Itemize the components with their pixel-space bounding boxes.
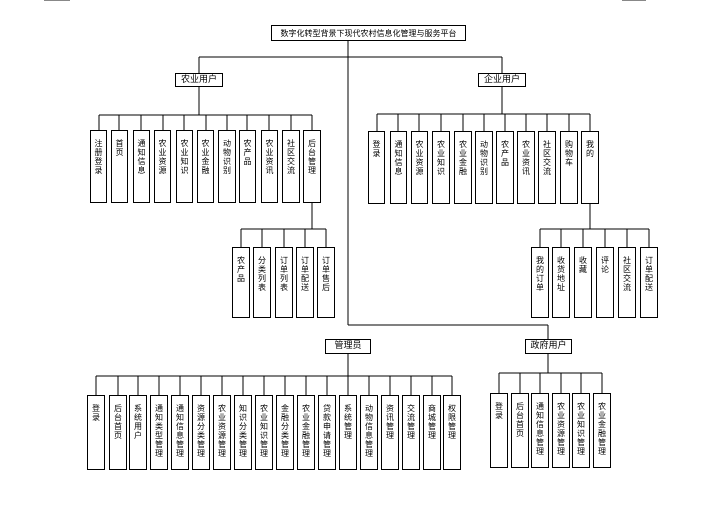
admin-node: 管理员: [325, 339, 371, 354]
admin-item: 商城管理: [423, 395, 441, 470]
admin-item: 知识分类管理: [234, 395, 252, 470]
admin-item: 农业金融管理: [297, 395, 315, 470]
government-item: 农业知识管理: [572, 393, 590, 468]
enterprise-item: 购物车: [560, 131, 578, 204]
admin-item: 系统用户: [129, 395, 147, 470]
government-item: 登录: [490, 393, 508, 468]
enterprise-mine-item: 收藏: [574, 247, 592, 318]
admin-item: 登录: [87, 395, 105, 470]
government-item: 农业金融管理: [593, 393, 611, 468]
government-user-node: 政府用户: [525, 339, 572, 354]
admin-item: 动物信息管理: [360, 395, 378, 470]
admin-item: 贷款申请管理: [318, 395, 336, 470]
admin-item: 农业知识管理: [255, 395, 273, 470]
farmer-item: 农业资源: [154, 130, 171, 203]
admin-item: 金融分类管理: [276, 395, 294, 470]
farmer-backend-item: 订单售后: [317, 247, 335, 318]
admin-item: 通知信息管理: [171, 395, 189, 470]
enterprise-item: 通知信息: [390, 131, 407, 204]
government-item: 通知信息管理: [531, 393, 549, 468]
farmer-item: 农产品: [239, 130, 256, 203]
enterprise-item-mine: 我的: [581, 131, 599, 204]
admin-item: 通知类型管理: [150, 395, 168, 470]
farmer-item: 农业资讯: [261, 130, 278, 203]
farmer-item: 首页: [111, 130, 128, 203]
government-item: 农业资源管理: [552, 393, 570, 468]
farmer-item: 注册登录: [90, 130, 107, 203]
admin-item: 资讯管理: [381, 395, 399, 470]
admin-item: 后台首页: [109, 395, 127, 470]
government-item: 后台首页: [511, 393, 529, 468]
admin-item: 农业资源管理: [213, 395, 231, 470]
admin-item: 系统管理: [339, 395, 357, 470]
enterprise-user-node: 企业用户: [478, 73, 526, 87]
farmer-backend-item: 订单配送: [296, 247, 314, 318]
enterprise-item: 农业资讯: [517, 131, 535, 204]
enterprise-mine-item: 评论: [596, 247, 614, 318]
farmer-item: 农业金融: [197, 130, 214, 203]
enterprise-item: 农业资源: [411, 131, 428, 204]
enterprise-item: 农产品: [496, 131, 514, 204]
enterprise-item: 社区交流: [538, 131, 556, 204]
enterprise-mine-item: 订单配送: [640, 247, 658, 318]
page-corner-mark-right: [622, 0, 646, 1]
enterprise-mine-item: 我的订单: [531, 247, 549, 318]
page-corner-mark-left: [44, 0, 70, 1]
admin-item: 交流管理: [402, 395, 420, 470]
enterprise-item: 农业金融: [454, 131, 472, 204]
farmer-item-backend: 后台管理: [303, 130, 321, 203]
root-node: 数字化转型背景下现代农村信息化管理与服务平台: [271, 25, 466, 41]
admin-item: 权限管理: [443, 395, 461, 470]
farmer-item: 动物识别: [218, 130, 236, 203]
farmer-item: 农业知识: [176, 130, 193, 203]
enterprise-item: 动物识别: [475, 131, 493, 204]
farmer-item: 社区交流: [282, 130, 300, 203]
enterprise-mine-item: 社区交流: [618, 247, 636, 318]
farmer-item: 通知信息: [133, 130, 150, 203]
farmer-backend-item: 农产品: [232, 247, 250, 318]
farmer-backend-item: 分类列表: [253, 247, 271, 318]
enterprise-item: 登录: [368, 131, 385, 204]
enterprise-mine-item: 收货地址: [552, 247, 570, 318]
admin-item: 资源分类管理: [192, 395, 210, 470]
farmer-backend-item: 订单列表: [275, 247, 293, 318]
farmer-user-node: 农业用户: [175, 73, 223, 87]
enterprise-item: 农业知识: [432, 131, 450, 204]
